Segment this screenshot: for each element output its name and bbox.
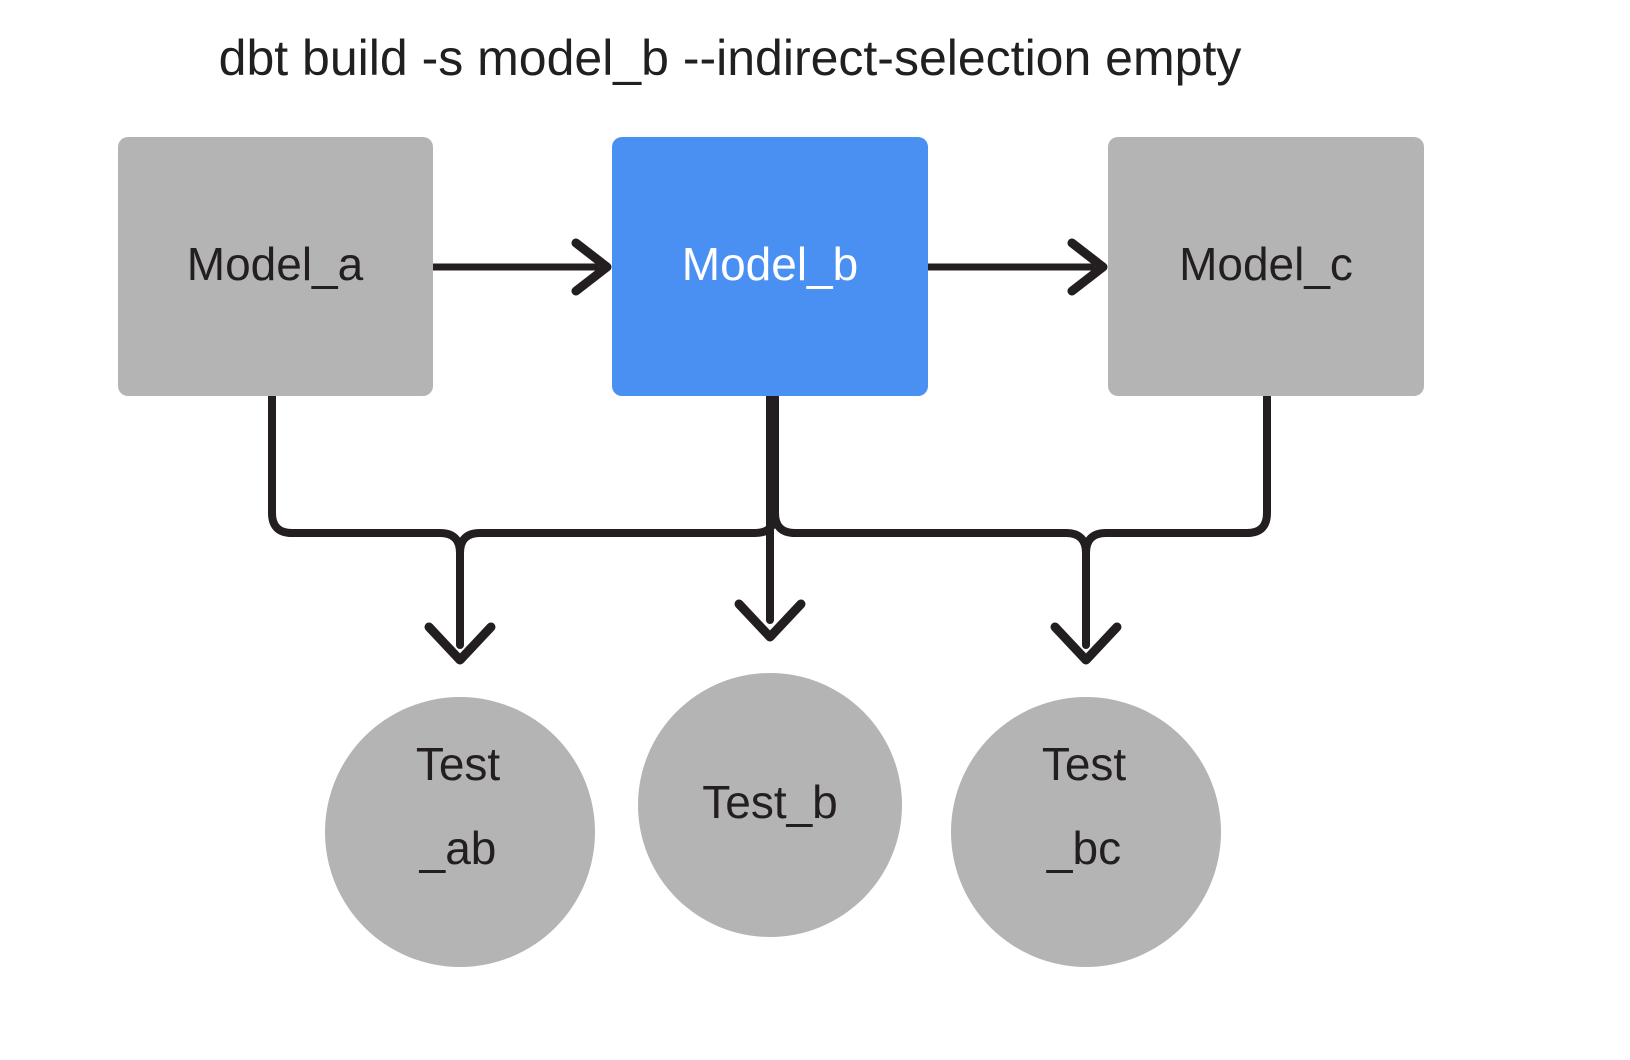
edge-model-b-to-test-bc <box>771 392 1090 557</box>
node-model-a-shape[interactable] <box>118 137 433 396</box>
edge-model-b-to-test-ab <box>456 392 779 557</box>
test-nodes-layer: Test _ab Test_b Test _bc <box>325 673 1221 967</box>
node-model-a-label: Model_a <box>187 238 364 290</box>
node-model-b-label: Model_b <box>682 238 858 290</box>
node-model-c-label: Model_c <box>1179 238 1353 290</box>
node-test-b[interactable]: Test_b <box>638 673 902 937</box>
node-test-b-shape[interactable] <box>638 673 902 937</box>
edge-model-a-to-model-b <box>429 238 612 296</box>
node-model-c-shape[interactable] <box>1108 137 1424 396</box>
node-test-bc-shape[interactable] <box>951 697 1221 967</box>
edge-model-a-to-test-ab <box>268 392 496 665</box>
node-test-ab-label-line1: Test <box>416 738 501 790</box>
edge-model-b-to-test-b <box>734 392 806 642</box>
edge-model-b-to-model-c <box>924 238 1108 296</box>
node-model-b-shape[interactable] <box>612 137 928 396</box>
edges-layer <box>268 238 1271 665</box>
diagram-title: dbt build -s model_b --indirect-selectio… <box>219 30 1242 86</box>
node-test-b-label-line1: Test_b <box>702 776 838 828</box>
node-test-ab-label-line2: _ab <box>419 822 497 874</box>
node-test-bc[interactable]: Test _bc <box>951 697 1221 967</box>
node-model-c[interactable]: Model_c <box>1108 137 1424 396</box>
node-model-a[interactable]: Model_a <box>118 137 433 396</box>
model-nodes-layer: Model_a Model_b Model_c <box>118 137 1424 396</box>
node-test-ab-shape[interactable] <box>325 697 595 967</box>
node-test-bc-label-line2: _bc <box>1046 822 1121 874</box>
node-model-b[interactable]: Model_b <box>612 137 928 396</box>
node-test-bc-label-line1: Test <box>1042 738 1127 790</box>
edge-model-c-to-test-bc <box>1050 392 1271 665</box>
node-test-ab[interactable]: Test _ab <box>325 697 595 967</box>
